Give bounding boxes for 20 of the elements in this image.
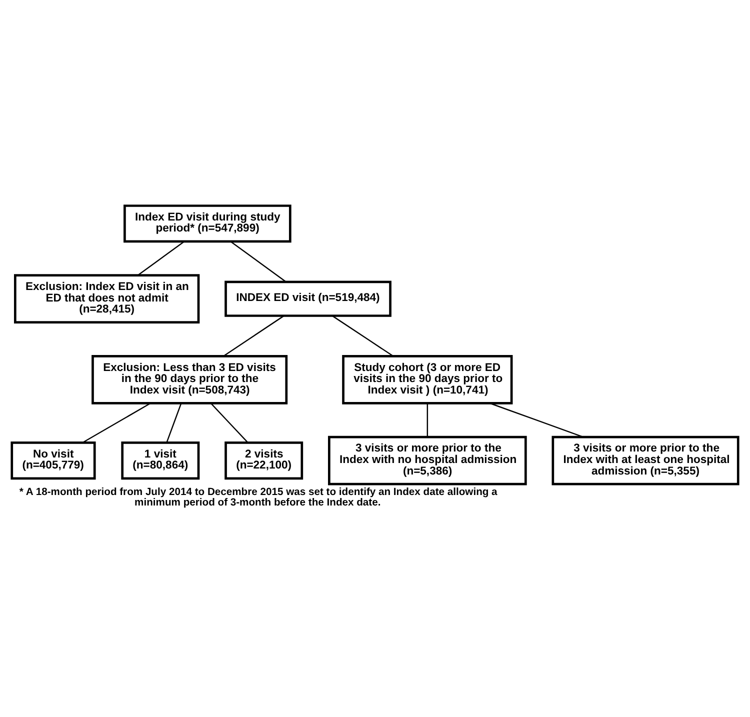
connector — [82, 402, 151, 443]
caption: * A 18-month period from July 2014 to Decembre 2015 was set to identify an Index date allowing a minimum period of 3-month before the Index date. — [19, 486, 498, 508]
node-box: 2 visits (n=22,100) — [224, 441, 304, 480]
node-box: 1 visit (n=80,864) — [121, 441, 200, 480]
node-box: Index ED visit during study period* (n=547,899) — [124, 204, 292, 242]
node-box: 3 visits or more prior to the Index with no hospital admission (n=5,386) — [328, 435, 527, 485]
connector — [230, 240, 286, 282]
connector — [210, 402, 248, 442]
connector — [223, 314, 284, 356]
connector — [138, 240, 184, 276]
connector — [166, 402, 182, 442]
node-box: No visit (n=405,779) — [10, 441, 96, 480]
node-box: Exclusion: Less than 3 ED visits in the 90 days prior to the Index visit (n=508,743) — [92, 354, 288, 404]
connector — [490, 402, 584, 438]
node-box: Study cohort (3 or more ED visits in the 90 days prior to Index visit ) (n=10,741) — [342, 354, 513, 404]
node-box: INDEX ED visit (n=519,484) — [224, 280, 392, 316]
node-box: Exclusion: Index ED visit in an ED that does not admit (n=28,415) — [14, 274, 200, 323]
connector — [426, 402, 428, 436]
connector — [332, 314, 394, 356]
node-box: 3 visits or more prior to the Index with at least one hospital admission (n=5,355) — [552, 435, 740, 485]
